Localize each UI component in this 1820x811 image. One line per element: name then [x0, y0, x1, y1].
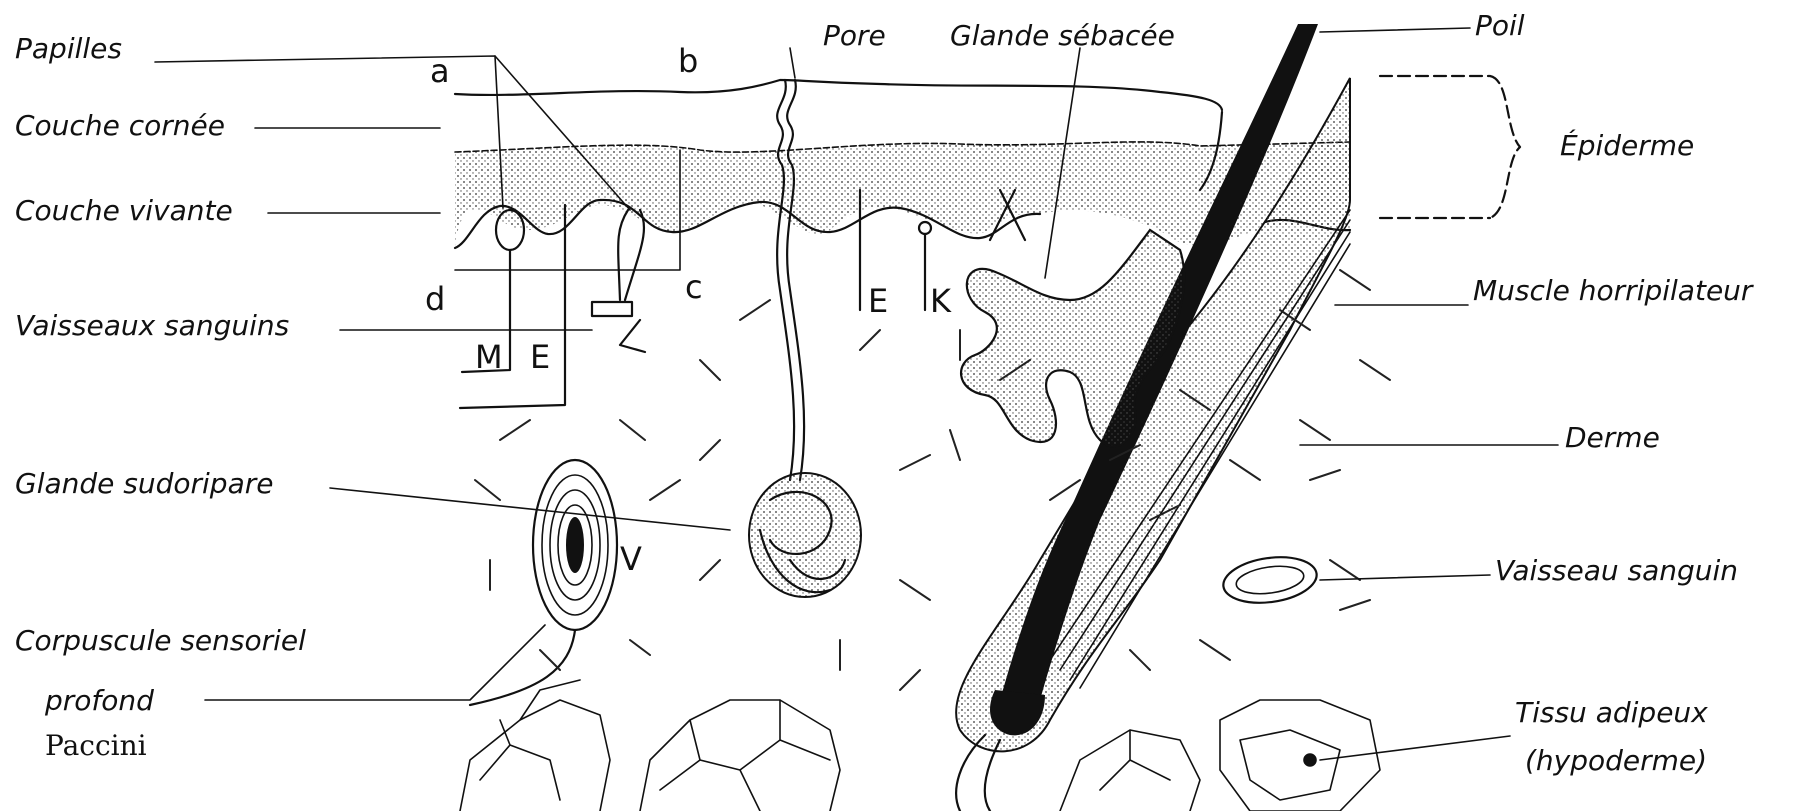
label-derme: Derme — [1565, 421, 1660, 454]
letter-K: K — [930, 282, 952, 320]
epiderme-bracket — [1380, 76, 1520, 218]
label-vaisseau-sanguin: Vaisseau sanguin — [1495, 554, 1738, 587]
adipose-tissue — [460, 680, 1380, 811]
label-epiderme: Épiderme — [1560, 128, 1694, 162]
label-muscle-horripilateur: Muscle horripilateur — [1473, 274, 1754, 307]
vessel-a — [592, 302, 632, 316]
capillary-loop — [618, 210, 644, 300]
sweat-duct-2 — [787, 80, 804, 480]
pacini-nerve — [470, 630, 575, 705]
dermal-vessel — [1220, 552, 1319, 609]
vessel-b — [620, 320, 645, 352]
label-paccini: Paccini — [45, 729, 147, 762]
skin-surface — [455, 80, 1222, 110]
label-vaisseaux-sanguins: Vaisseaux sanguins — [15, 309, 289, 342]
label-glande-sudoripare: Glande sudoripare — [15, 467, 273, 500]
label-corpuscule-sensoriel: Corpuscule sensoriel — [15, 624, 306, 657]
leader-pore — [790, 48, 795, 78]
label-poil: Poil — [1475, 9, 1525, 42]
letter-codes: a b c d M E E K V — [425, 42, 952, 578]
letter-V: V — [620, 540, 642, 578]
label-pore: Pore — [823, 19, 886, 52]
label-papilles: Papilles — [15, 32, 122, 65]
label-couche-cornee: Couche cornée — [15, 109, 225, 142]
letter-M: M — [475, 338, 503, 376]
leader-poil — [1320, 28, 1470, 32]
sweat-coil — [749, 473, 861, 597]
label-couche-vivante: Couche vivante — [15, 194, 233, 227]
label-tissu-adipeux: Tissu adipeux — [1515, 696, 1708, 729]
letter-c: c — [685, 268, 703, 306]
leader-tissu-adipeux — [1320, 736, 1510, 760]
label-profond: profond — [44, 684, 154, 717]
letter-a: a — [430, 52, 450, 90]
label-glande-sebacee: Glande sébacée — [950, 19, 1175, 52]
label-hypoderme: (hypoderme) — [1525, 744, 1707, 777]
pacinian-corpuscle — [470, 460, 617, 705]
leader-vaisseau-sanguin — [1320, 575, 1490, 580]
letter-E2: E — [868, 282, 888, 320]
labels: Papilles Couche cornée Couche vivante Va… — [15, 9, 1754, 777]
nerve-E — [460, 205, 565, 408]
letter-d: d — [425, 280, 445, 318]
leader-glande-sudoripare — [330, 488, 730, 530]
letter-E: E — [530, 338, 550, 376]
letter-b: b — [678, 42, 698, 80]
